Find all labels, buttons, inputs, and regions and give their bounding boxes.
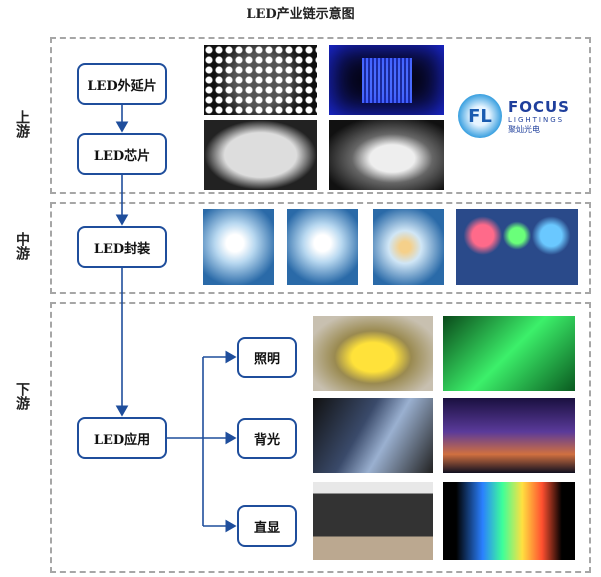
lighting-greenhouse-image <box>443 316 575 391</box>
node-lighting: 照明 <box>237 337 297 378</box>
node-led-epi: LED外延片 <box>77 63 167 105</box>
logo-mark: FL <box>458 94 502 138</box>
node-led-application: LED应用 <box>77 417 167 459</box>
chip-wafer-image <box>204 120 317 190</box>
backlight-screen-image <box>313 398 433 473</box>
node-backlight: 背光 <box>237 418 297 459</box>
node-led-chip: LED芯片 <box>77 133 167 175</box>
downstream-section <box>50 302 591 573</box>
upstream-label: 上游 <box>14 110 30 138</box>
backlight-tv-image <box>443 398 575 473</box>
downstream-label: 下游 <box>14 382 30 410</box>
upstream-section <box>50 37 591 194</box>
diagram-title: LED产业链示意图 <box>246 7 355 22</box>
chip-machine-image <box>329 120 444 190</box>
node-direct-display: 直显 <box>237 505 297 547</box>
blue-led-matrix-image <box>329 45 444 115</box>
led-package-image-1 <box>203 209 274 285</box>
midstream-label: 中游 <box>14 232 30 260</box>
logo-cn: 聚灿光电 <box>508 124 540 134</box>
midstream-section <box>50 202 591 294</box>
direct-display-wall-image <box>313 482 433 560</box>
node-led-package: LED封装 <box>77 226 167 268</box>
direct-display-microled-image <box>443 482 575 560</box>
focus-lightings-logo: FL FOCUS LIGHTINGS 聚灿光电 <box>458 88 588 144</box>
led-package-image-3 <box>373 209 444 285</box>
logo-name: FOCUS <box>508 97 570 116</box>
lighting-lamp-image <box>313 316 433 391</box>
led-package-image-2 <box>287 209 358 285</box>
led-package-image-4 <box>456 209 578 285</box>
wafer-image <box>204 45 317 115</box>
logo-sub: LIGHTINGS <box>508 115 565 124</box>
